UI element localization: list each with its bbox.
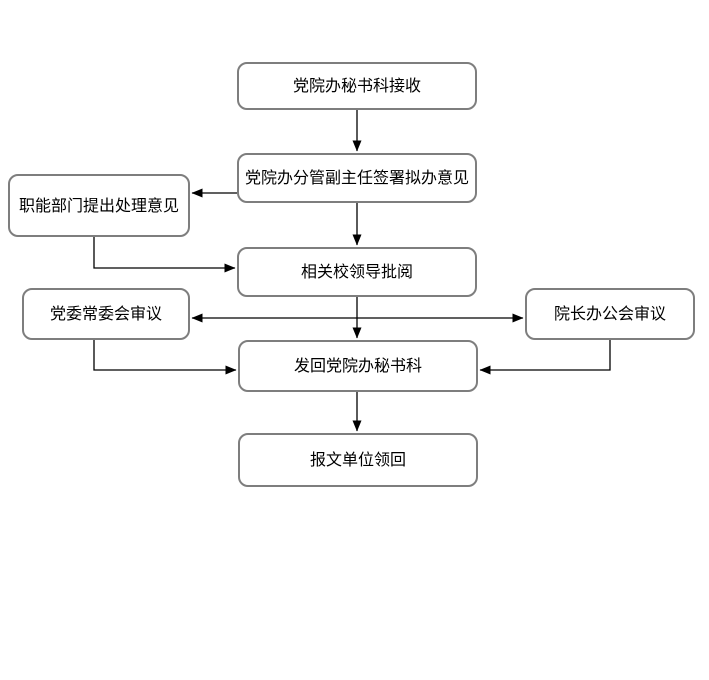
edge-dept-to-leaders [93, 237, 236, 273]
node-label: 报文单位领回 [309, 450, 406, 470]
node-label: 党院办秘书科接收 [292, 76, 421, 96]
node-reporting-unit-retrieve: 报文单位领回 [238, 433, 478, 487]
node-party-standing-committee: 党委常委会审议 [22, 288, 190, 340]
node-school-leader-review: 相关校领导批阅 [237, 247, 477, 297]
node-deputy-director-sign: 党院办分管副主任签署拟办意见 [237, 153, 477, 203]
node-secretariat-receive: 党院办秘书科接收 [237, 62, 477, 110]
node-label: 党院办分管副主任签署拟办意见 [245, 168, 470, 188]
node-label: 党委常委会审议 [49, 304, 162, 324]
node-president-office-meeting: 院长办公会审议 [525, 288, 695, 340]
node-label: 相关校领导批阅 [300, 262, 413, 282]
node-functional-dept-opinion: 职能部门提出处理意见 [8, 174, 190, 237]
edge-party-to-return [93, 340, 237, 375]
node-return-to-secretariat: 发回党院办秘书科 [238, 340, 478, 392]
node-label: 院长办公会审议 [553, 304, 666, 324]
edge-president-to-return [479, 340, 611, 375]
node-label: 发回党院办秘书科 [293, 356, 422, 376]
node-label: 职能部门提出处理意见 [18, 195, 179, 215]
